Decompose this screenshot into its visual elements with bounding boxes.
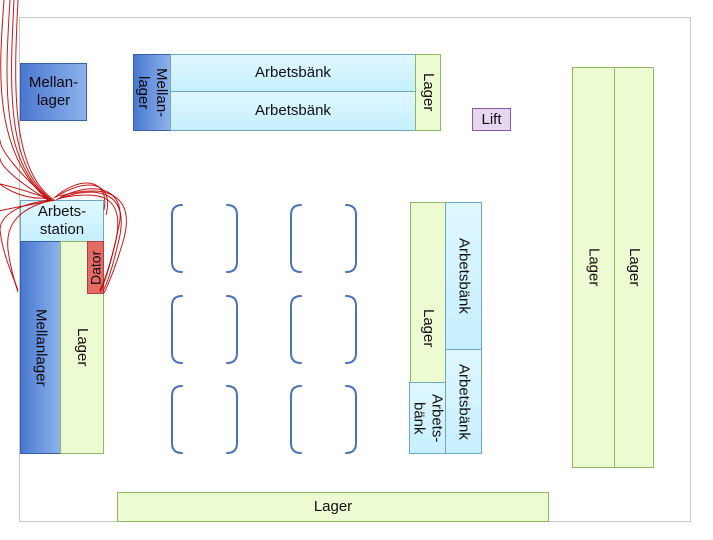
bracket-left-r2c1 <box>171 295 183 364</box>
lager-top: Lager <box>415 54 441 131</box>
bracket-right-r3c2 <box>345 385 357 454</box>
bracket-right-r2c2 <box>345 295 357 364</box>
bracket-left-r2c2 <box>290 295 302 364</box>
bracket-right-r3c1 <box>226 385 238 454</box>
mellanlager-top: Mellan- lager <box>133 54 171 131</box>
bracket-group <box>171 204 357 454</box>
bracket-left-r1c2 <box>290 204 302 273</box>
bracket-left-r3c2 <box>290 385 302 454</box>
arbetsstation: Arbets- station <box>20 200 104 242</box>
arbetsbank-mid-2: Arbetsbänk <box>445 349 482 454</box>
arbetsbank-top-1: Arbetsbänk <box>170 54 416 92</box>
bracket-right-r1c2 <box>345 204 357 273</box>
lager-right-1: Lager <box>572 67 615 468</box>
lager-bottom: Lager <box>117 492 549 522</box>
bracket-left-r3c1 <box>171 385 183 454</box>
mellanlager-top-left: Mellan- lager <box>20 63 87 121</box>
bracket-right-r1c1 <box>226 204 238 273</box>
mellanlager-left: Mellanlager <box>20 241 61 454</box>
arbetsbank-mid-small: Arbets- bänk <box>409 382 446 454</box>
arbetsbank-top-2: Arbetsbänk <box>170 91 416 131</box>
bracket-right-r2c1 <box>226 295 238 364</box>
lager-right-2: Lager <box>614 67 654 468</box>
lift: Lift <box>472 108 511 131</box>
bracket-left-r1c1 <box>171 204 183 273</box>
dator: Dator <box>87 241 104 294</box>
arbetsbank-mid-1: Arbetsbänk <box>445 202 482 350</box>
